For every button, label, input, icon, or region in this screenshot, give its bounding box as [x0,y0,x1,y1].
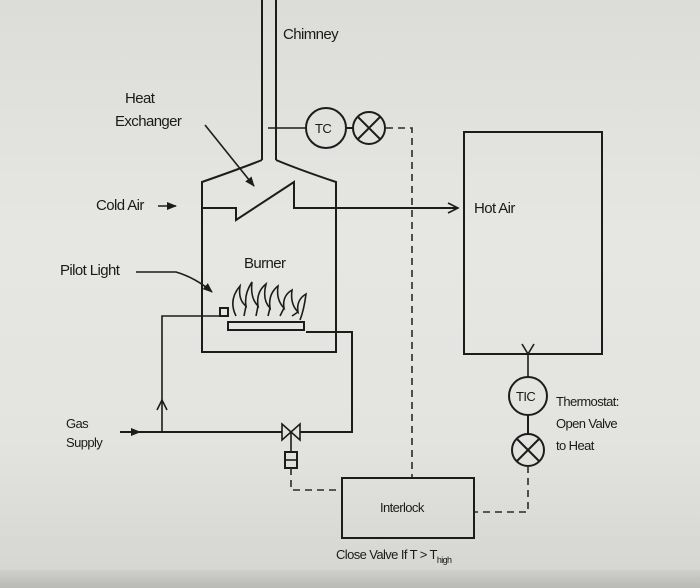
interlock-label: Interlock [380,500,425,515]
close-valve-label: Close Valve If T > Thigh [336,547,452,565]
heat-exchanger-pointer [204,124,255,187]
cold-air-label: Cold Air [96,197,144,214]
pilot-light-pointer [136,271,213,293]
thermostat-label-3: to Heat [556,438,595,453]
thermostat-label-2: Open Valve [556,416,617,431]
burner-feed-line [300,331,353,433]
gas-supply-label-2: Supply [66,435,103,450]
gas-supply-label-1: Gas [66,416,89,431]
burner-bar [227,321,305,331]
hot-air-label: Hot Air [474,200,515,217]
furnace-body [201,159,337,353]
interlock-box [341,477,475,539]
tic-sensor-arrow [521,343,535,356]
hot-air-room [463,131,603,355]
pilot-light-label: Pilot Light [60,262,121,279]
burner-label: Burner [244,255,286,272]
chimney [261,0,277,160]
pilot-feed-line [161,315,220,432]
tc-valve-icon [352,111,386,145]
tc-signal-line [386,127,413,478]
chimney-label: Chimney [283,26,339,43]
tic-interlock-signal [474,466,529,513]
heat-exchanger-label-1: Heat [125,90,156,107]
burner-flames-icon [232,281,307,321]
heat-exchanger-label-2: Exchanger [115,113,182,130]
thermostat-label-1: Thermostat: [556,394,619,409]
tc-label: TC [315,121,331,136]
pilot-nozzle [219,307,229,317]
heat-exchanger [202,180,458,222]
tic-label: TIC [516,389,535,404]
interlock-valve-signal [290,468,342,491]
hot-air-arrowhead [447,202,460,214]
thermostat-valve-icon [511,433,545,467]
pilot-feed-arrow [156,398,168,411]
gas-valve-icon [281,422,301,469]
